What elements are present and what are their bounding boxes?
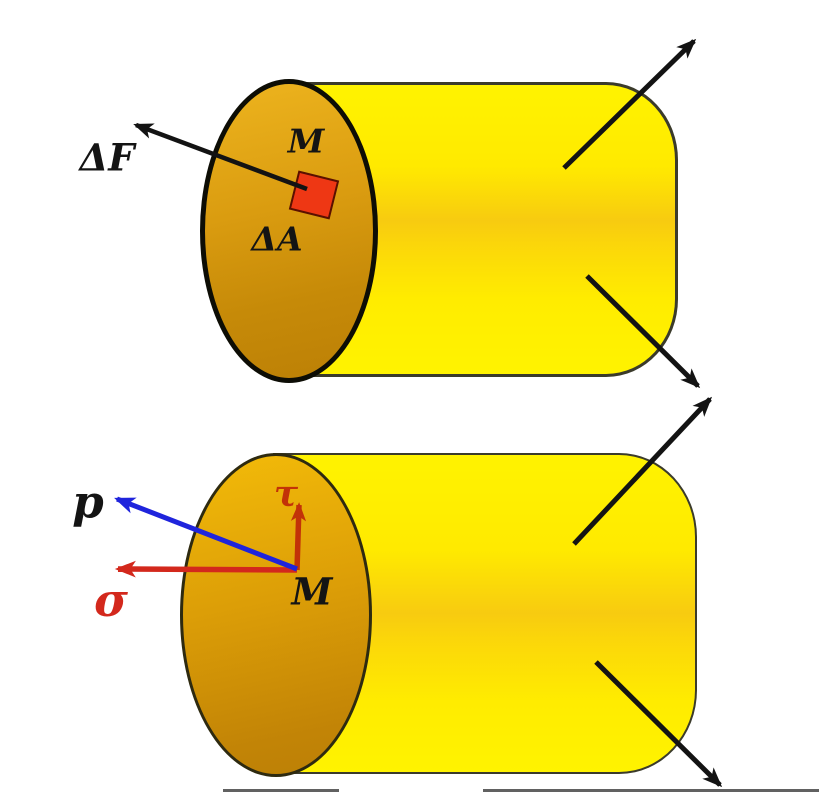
cropped-bottom-line (483, 789, 819, 792)
tau-label: τ (273, 473, 299, 515)
p-total-stress-label: p (72, 475, 104, 529)
delta-area-label: ΔA (251, 219, 303, 259)
sigma-label: σ (94, 573, 128, 627)
cropped-bottom-line (223, 789, 339, 792)
point-m-label-bottom: M (291, 569, 333, 614)
delta-f-label: ΔF (79, 135, 135, 180)
point-m-label-top: M (287, 121, 325, 161)
